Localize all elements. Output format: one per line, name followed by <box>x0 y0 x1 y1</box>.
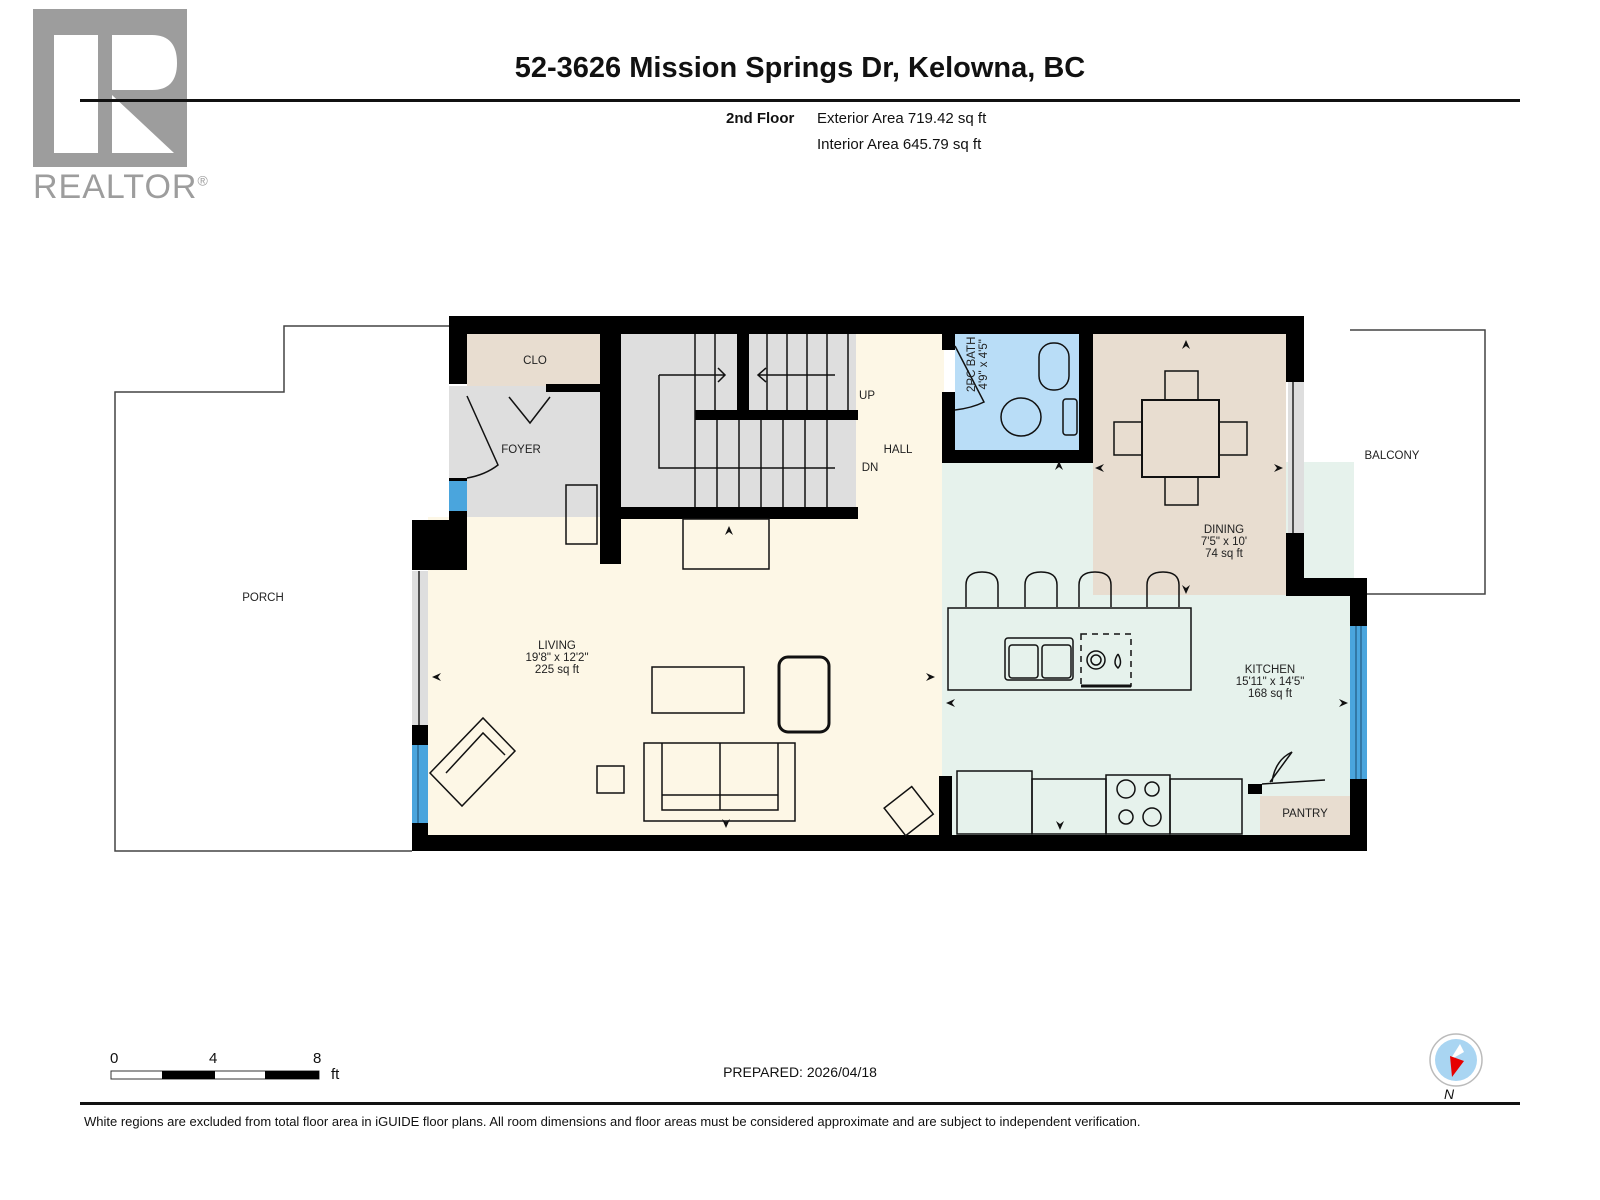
room-label-living: LIVING 19'8" x 12'2" 225 sq ft <box>525 640 589 676</box>
room-label-closet: CLO <box>523 355 547 367</box>
pantry-floor <box>1260 796 1352 836</box>
living-floor <box>428 517 942 835</box>
windows <box>412 382 1367 823</box>
room-label-foyer: FOYER <box>501 444 541 456</box>
header-divider <box>80 99 1520 102</box>
hall-floor <box>856 334 944 517</box>
north-label: N <box>1444 1086 1455 1102</box>
balcony-outline <box>1350 329 1486 595</box>
room-label-hall: HALL <box>883 444 913 456</box>
room-label-porch: PORCH <box>242 592 284 604</box>
realtor-logo: REALTOR® <box>32 8 237 208</box>
prepared-date: PREPARED: 2026/04/18 <box>723 1064 877 1080</box>
doors <box>466 345 1326 785</box>
room-label-bath: 2PC BATH 4'9" x 4'5" <box>966 336 990 392</box>
closet-floor <box>467 334 600 386</box>
furniture <box>428 342 1248 837</box>
footer-divider <box>80 1102 1520 1105</box>
interior-area: Interior Area 645.79 sq ft <box>817 136 982 153</box>
scale-label-mid: 4 <box>209 1050 218 1067</box>
scale-label-zero: 0 <box>110 1050 119 1067</box>
stairs-up-label: UP <box>859 390 875 402</box>
scale-bar <box>110 1070 320 1080</box>
scale-label-max: 8 <box>313 1050 322 1067</box>
realtor-r-icon <box>33 9 187 167</box>
walls <box>412 316 1367 851</box>
exterior-area: Exterior Area 719.42 sq ft <box>817 110 987 127</box>
room-label-kitchen: KITCHEN 15'11" x 14'5" 168 sq ft <box>1235 664 1305 700</box>
logo-text: REALTOR <box>33 168 198 206</box>
dimension-arrows <box>432 340 1348 830</box>
scale-unit: ft <box>331 1066 340 1083</box>
room-label-balcony: BALCONY <box>1364 450 1420 462</box>
stairs <box>658 334 849 507</box>
porch-outline <box>114 325 449 852</box>
disclaimer: White regions are excluded from total fl… <box>84 1114 1141 1129</box>
room-label-pantry: PANTRY <box>1282 808 1328 820</box>
bath-floor <box>955 334 1079 450</box>
floor-label: 2nd Floor <box>726 110 795 127</box>
registered-mark: ® <box>197 172 209 189</box>
page-title: 52-3626 Mission Springs Dr, Kelowna, BC <box>514 52 1086 84</box>
dining-floor <box>1093 334 1286 595</box>
stairs-down-label: DN <box>861 462 879 474</box>
compass-icon <box>1429 1033 1483 1087</box>
room-label-dining: DINING 7'5" x 10' 74 sq ft <box>1200 524 1248 560</box>
